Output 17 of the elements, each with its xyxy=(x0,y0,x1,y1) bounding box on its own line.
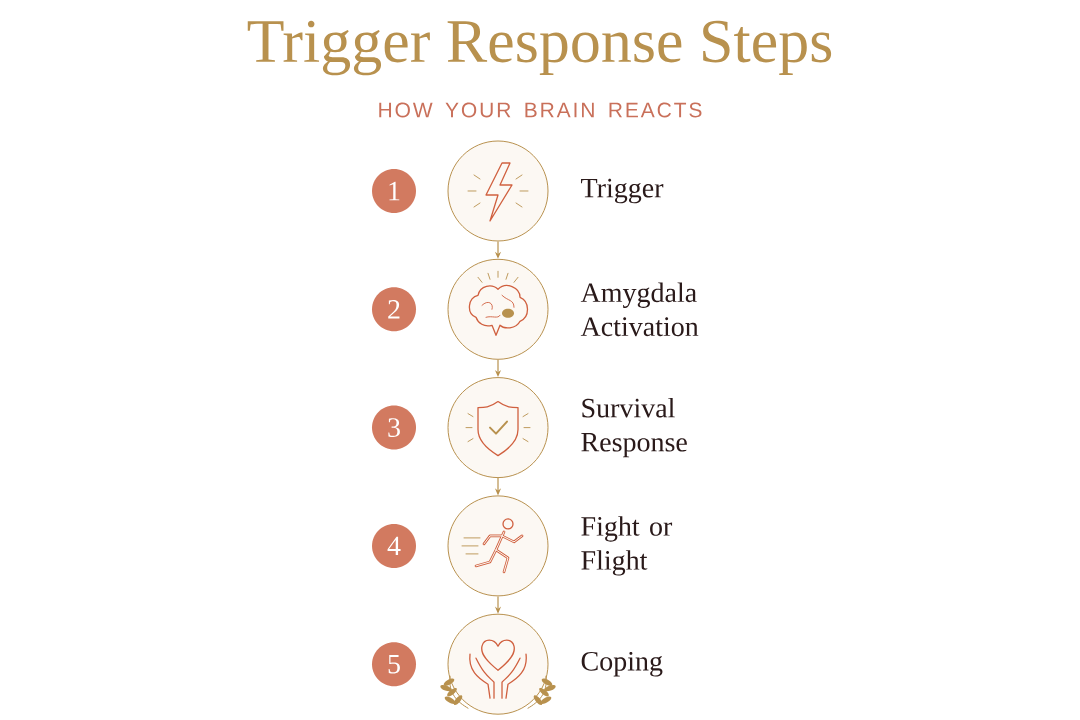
number-badge: 5 xyxy=(372,642,416,687)
icon-circle xyxy=(447,495,549,597)
number-badge: 3 xyxy=(372,405,416,450)
step-label: Amygdala Activation xyxy=(580,282,699,337)
icon-circle xyxy=(447,258,549,360)
step-label: Coping xyxy=(581,651,663,677)
number-badge: 4 xyxy=(372,523,416,568)
icon-circle xyxy=(447,140,549,242)
icon-circle xyxy=(447,377,549,479)
number-badge: 2 xyxy=(372,287,416,332)
icon-circle xyxy=(447,613,549,715)
number-badge: 1 xyxy=(372,169,416,213)
subtitle: HOW YOUR BRAIN REACTS xyxy=(379,102,702,118)
step-label: Survival Response xyxy=(581,397,687,458)
step-label: Fight or Flight xyxy=(581,516,673,576)
title: Trigger Response Steps xyxy=(247,20,832,76)
step-label: Trigger xyxy=(581,178,664,204)
